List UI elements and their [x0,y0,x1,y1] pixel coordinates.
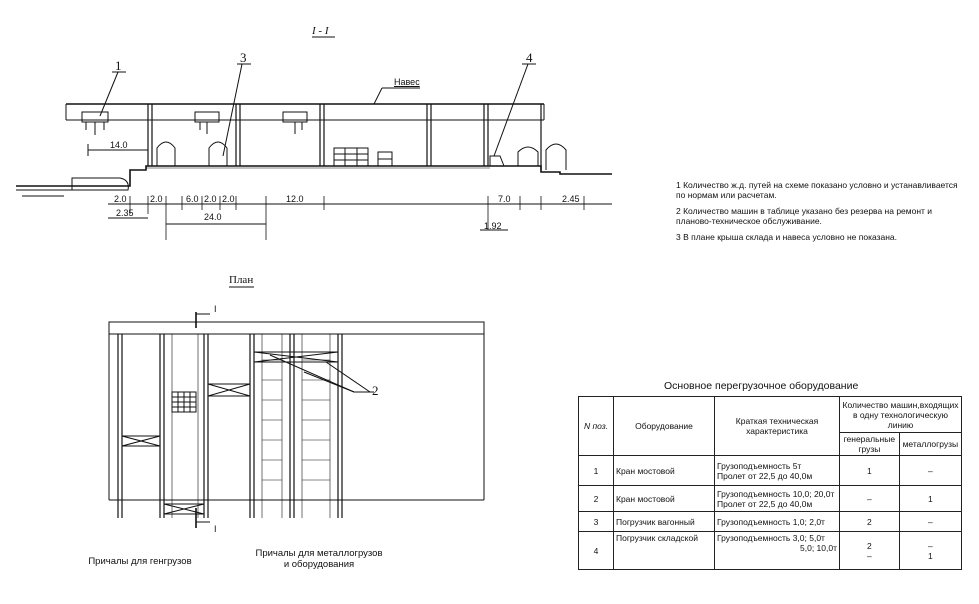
callout-1: 1 [115,58,122,73]
metal-value-2: 1 [927,550,933,561]
cell-spec: Грузоподъемность 5т Пролет от 22,5 до 40… [714,455,840,486]
cell-pos: 4 [578,531,614,570]
metal-value-1: – [927,540,933,551]
caption-metal-cargo: Причалы для металлогрузов и оборудования [244,548,394,570]
spec-line-1: Грузоподъемность 10,0; 20,0т [717,488,835,499]
section-mark-bottom: I [214,524,217,534]
cell-spec: Грузоподъемность 3,0; 5,0т 5,0; 10,0т [714,531,840,570]
general-value-2: – [866,550,872,561]
header-count: Количество машин,входящих в одну техноло… [839,396,962,433]
canopy-label: Навес [394,77,420,87]
table-row: 4 Погрузчик складской Грузоподъемность 3… [578,531,963,570]
note-3: 3 В плане крыша склада и навеса условно … [676,232,898,242]
dim-bottom-1: 2.0 [114,194,127,204]
cell-spec: Грузоподъемность 1,0; 2,0т [714,511,840,532]
cell-general: 1 [839,455,900,486]
header-equipment: Оборудование [613,396,715,456]
cell-metal: – [898,511,963,532]
table-title: Основное перегрузочное оборудование [664,380,859,392]
callout-2: 2 [372,383,379,398]
cell-equipment: Погрузчик вагонный [613,511,715,532]
cell-pos: 2 [578,485,614,512]
section-mark-top: I [214,304,217,314]
header-general: генеральные грузы [839,432,900,456]
notes-block: 1 Количество ж.д. путей на схеме показан… [676,180,966,248]
cell-pos: 3 [578,511,614,532]
cell-general: 2 [839,511,900,532]
general-value-1: 2 [866,540,872,551]
dim-bottom-8: 2.45 [562,194,580,204]
callout-4: 4 [526,50,533,65]
cell-pos: 1 [578,455,614,486]
spec-line-2: 5,0; 10,0т [800,543,837,553]
spec-line-2: Пролет от 22,5 до 40,0м [717,498,813,509]
plan-view [108,286,485,528]
callout-3: 3 [240,50,247,65]
dim-top: 14.0 [110,140,128,150]
table-row: 1 Кран мостовой Грузоподъемность 5т Прол… [578,455,963,486]
crane-3 [282,111,308,134]
cell-general: 2 – [839,531,900,570]
dim-total: 24.0 [204,212,222,222]
spec-line-1: Грузоподъемность 5т [717,460,802,471]
dim-bottom-6: 12.0 [286,194,304,204]
caption-metal-cargo-line-2: и оборудования [283,559,355,570]
cell-metal: – 1 [898,531,963,570]
cell-spec: Грузоподъемность 10,0; 20,0т Пролет от 2… [714,485,840,512]
dim-bottom-2: 2.0 [150,194,163,204]
cell-general: – [839,485,900,512]
cell-metal: – [898,455,963,486]
note-2: 2 Количество машин в таблице указано без… [676,206,933,226]
table-row: 3 Погрузчик вагонный Грузоподъемность 1,… [578,511,963,532]
header-pos: N поз. [578,396,614,456]
section-view [16,36,612,240]
cell-metal: 1 [898,485,963,512]
caption-general-cargo: Причалы для генгрузов [88,556,192,567]
dim-bottom-3: 6.0 [186,194,199,204]
dim-bottom-5: 2.0 [222,194,235,204]
caption-metal-cargo-line-1: Причалы для металлогрузов [255,548,383,559]
cell-equipment: Кран мостовой [613,485,715,512]
spec-line-1: Грузоподъемность 3,0; 5,0т [717,533,825,543]
section-title: I - I [312,25,329,37]
header-spec: Краткая техническая характеристика [714,396,840,456]
crane-1 [81,111,109,135]
crane-2 [194,111,220,134]
note-1: 1 Количество ж.д. путей на схеме показан… [676,180,958,200]
table-row: 2 Кран мостовой Грузоподъемность 10,0; 2… [578,485,963,512]
dim-bottom-7: 7.0 [498,194,511,204]
cell-equipment: Кран мостовой [613,455,715,486]
dim-right: 1.92 [484,221,502,231]
cell-equipment: Погрузчик складской [613,531,715,570]
spec-line-2: Пролет от 22,5 до 40,0м [717,470,813,481]
header-metal: металлогрузы [898,432,963,456]
plan-title: План [229,274,254,286]
dim-bottom-4: 2.0 [204,194,217,204]
equipment-table: N поз. Оборудование Краткая техническая … [578,396,963,570]
dim-left: 2.35 [116,208,134,218]
